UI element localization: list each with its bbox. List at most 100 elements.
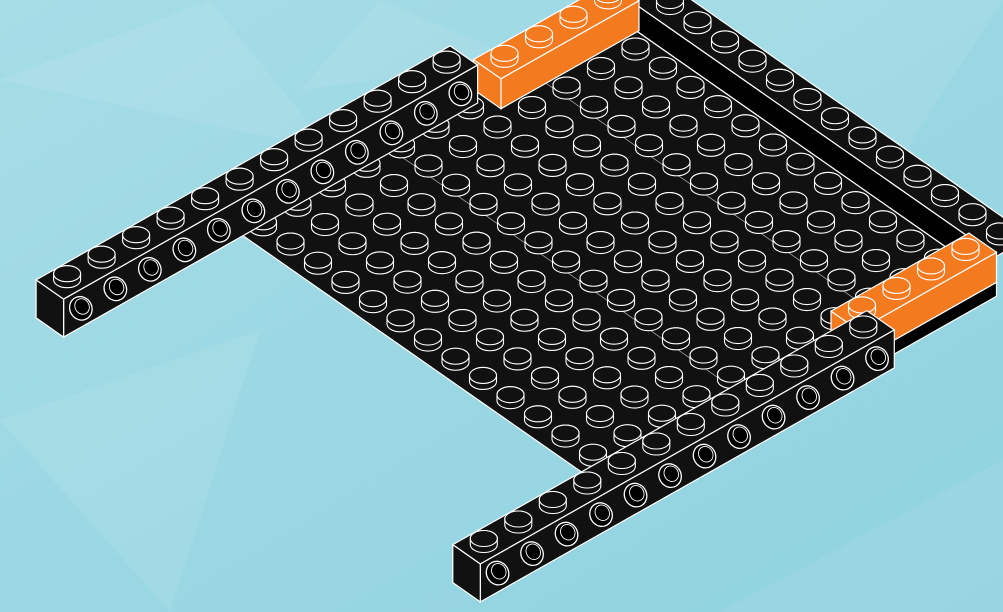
plate-stud xyxy=(332,271,359,293)
plate-stud xyxy=(746,211,773,233)
bar-stud xyxy=(850,316,877,338)
plate-stud xyxy=(367,252,394,274)
plate-stud xyxy=(705,96,732,118)
plate-stud xyxy=(828,269,855,291)
plate-stud xyxy=(408,194,435,216)
plate-stud xyxy=(670,115,697,137)
plate-stud xyxy=(463,232,490,254)
plate-stud xyxy=(601,154,628,176)
plate-stud xyxy=(621,386,648,408)
plate-stud xyxy=(594,367,621,389)
wall-stud xyxy=(877,146,904,168)
plate-stud xyxy=(835,230,862,252)
plate-stud xyxy=(615,77,642,99)
plate-stud xyxy=(381,175,408,197)
plate-stud xyxy=(711,231,738,253)
plate-stud xyxy=(519,97,546,119)
plate-stud xyxy=(656,367,683,389)
bar-stud xyxy=(261,149,288,171)
bar-stud xyxy=(364,90,391,112)
plate-stud xyxy=(677,76,704,98)
plate-stud xyxy=(615,251,642,273)
plate-stud xyxy=(759,308,786,330)
plate-stud xyxy=(808,211,835,233)
plate-stud xyxy=(690,347,717,369)
bar-stud xyxy=(560,6,587,28)
plate-stud xyxy=(794,289,821,311)
plate-stud xyxy=(532,193,559,215)
plate-stud xyxy=(628,347,655,369)
plate-stud xyxy=(663,328,690,350)
plate-stud xyxy=(374,213,401,235)
plate-stud xyxy=(449,310,476,332)
plate-stud xyxy=(587,232,614,254)
plate-stud xyxy=(553,77,580,99)
bar-stud xyxy=(883,277,910,299)
plate-stud xyxy=(518,271,545,293)
plate-stud xyxy=(539,154,566,176)
wall-stud xyxy=(657,0,684,15)
plate-stud xyxy=(470,193,497,215)
plate-stud xyxy=(684,212,711,234)
plate-stud xyxy=(477,329,504,351)
plate-stud xyxy=(656,193,683,215)
bar-stud xyxy=(815,336,842,358)
wall-stud xyxy=(822,108,849,130)
plate-stud xyxy=(608,289,635,311)
plate-stud xyxy=(801,250,828,272)
bar-stud xyxy=(399,71,426,93)
plate-stud xyxy=(780,192,807,214)
wall-stud xyxy=(932,185,959,207)
plate-stud xyxy=(732,115,759,137)
bar-stud xyxy=(608,453,635,475)
bar-stud xyxy=(54,266,81,288)
bar-stud xyxy=(677,414,704,436)
plate-stud xyxy=(739,250,766,272)
plate-stud xyxy=(574,135,601,157)
plate-stud xyxy=(718,192,745,214)
bar-stud xyxy=(712,394,739,416)
plate-stud xyxy=(608,115,635,137)
wall-stud xyxy=(739,50,766,72)
plate-stud xyxy=(760,134,787,156)
plate-stud xyxy=(360,291,387,313)
plate-stud xyxy=(566,348,593,370)
plate-stud xyxy=(697,308,724,330)
bar-stud xyxy=(192,188,219,210)
bar-stud xyxy=(330,110,357,132)
plate-stud xyxy=(450,136,477,158)
plate-stud xyxy=(497,387,524,409)
wall-stud xyxy=(904,165,931,187)
plate-stud xyxy=(560,212,587,234)
plate-stud xyxy=(601,328,628,350)
plate-stud xyxy=(622,212,649,234)
plate-stud xyxy=(580,270,607,292)
plate-stud xyxy=(532,367,559,389)
plate-stud xyxy=(587,406,614,428)
bar-stud xyxy=(505,511,532,533)
bar-stud xyxy=(88,246,115,268)
plate-stud xyxy=(553,251,580,273)
plate-stud xyxy=(498,213,525,235)
plate-stud xyxy=(766,269,793,291)
plate-stud xyxy=(581,96,608,118)
bar-stud xyxy=(539,492,566,514)
plate-stud xyxy=(525,406,552,428)
plate-stud xyxy=(629,173,656,195)
plate-stud xyxy=(677,250,704,272)
plate-stud xyxy=(559,386,586,408)
plate-stud xyxy=(691,173,718,195)
plate-stud xyxy=(387,310,414,332)
plate-stud xyxy=(511,309,538,331)
plate-stud xyxy=(484,116,511,138)
plate-stud xyxy=(897,230,924,252)
bar-stud xyxy=(295,129,322,151)
plate-stud xyxy=(870,211,897,233)
plate-stud xyxy=(312,214,339,236)
plate-stud xyxy=(650,57,677,79)
plate-stud xyxy=(346,194,373,216)
plate-stud xyxy=(787,153,814,175)
plate-stud xyxy=(504,348,531,370)
plate-stud xyxy=(305,252,332,274)
plate-stud xyxy=(815,172,842,194)
